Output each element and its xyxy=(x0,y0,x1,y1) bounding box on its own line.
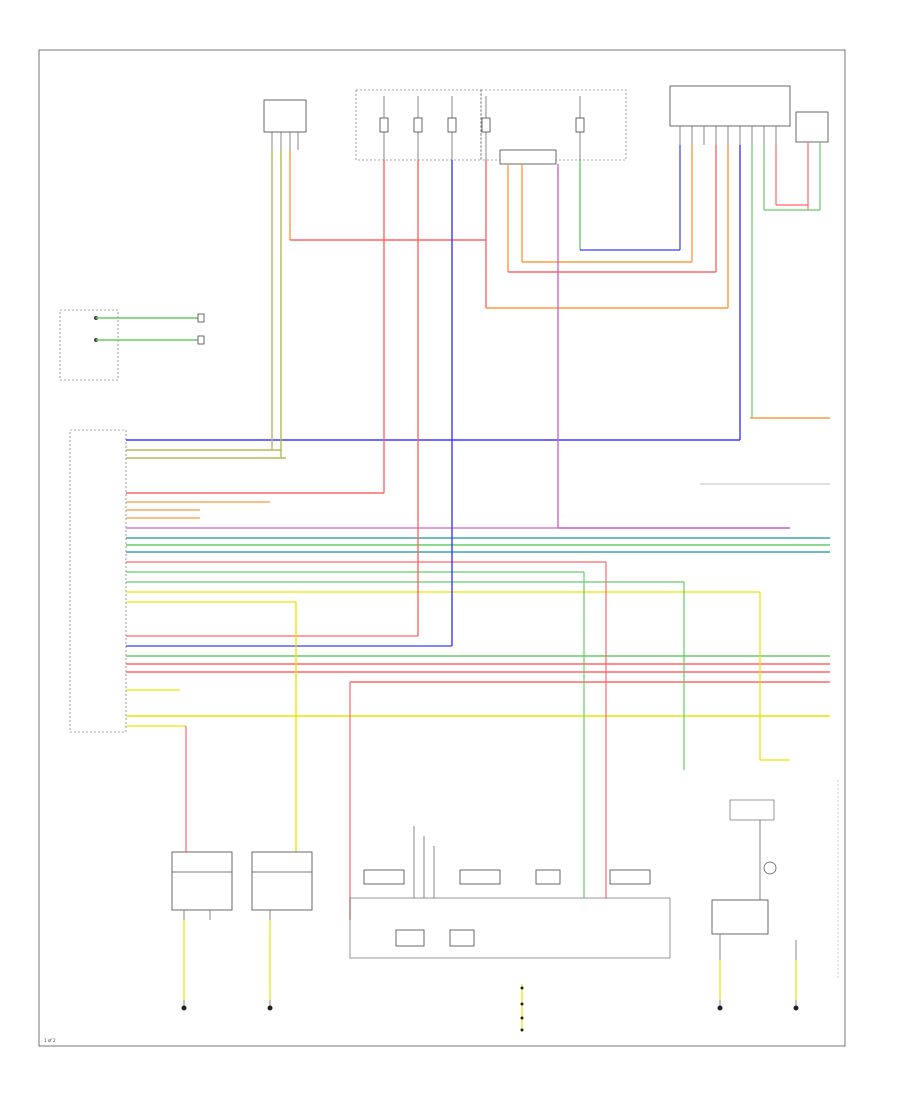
central-control-module xyxy=(349,826,671,959)
left-main-connector xyxy=(69,429,127,733)
bottom-legend xyxy=(520,984,524,1032)
fuse-block-left xyxy=(355,89,482,161)
top-left-module xyxy=(263,99,307,150)
vertical-wires xyxy=(185,142,821,920)
relay-left xyxy=(171,851,233,1011)
page-number: 1 of 2 xyxy=(44,1038,56,1043)
horizontal-wires xyxy=(126,417,830,727)
diagram-border xyxy=(38,49,846,1047)
fuse-block-right xyxy=(480,89,627,165)
right-motor-assembly xyxy=(711,799,799,1011)
top-right-control-module xyxy=(669,85,791,145)
left-small-switch xyxy=(59,309,205,381)
relay-right xyxy=(251,851,313,1011)
top-right-small-module xyxy=(795,111,829,143)
